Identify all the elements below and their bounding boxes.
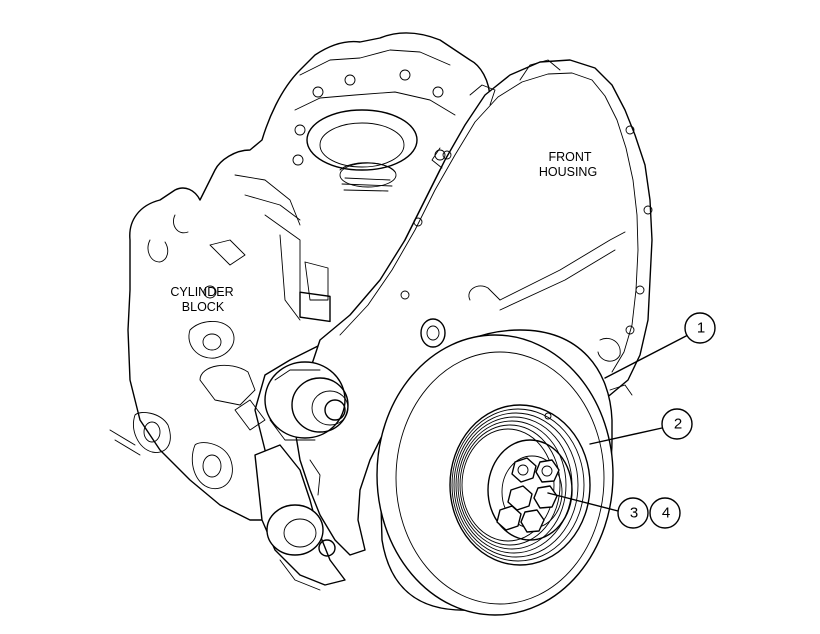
callout-3-number: 3 <box>630 505 638 522</box>
front-housing-label-line1: FRONT <box>548 150 591 164</box>
idler-pulley <box>264 361 349 441</box>
callout-1: 1 <box>604 312 716 379</box>
cylinder-block-label-line2: BLOCK <box>182 300 225 314</box>
callout-4: 4 <box>649 497 681 529</box>
cylinder-block-label-line1: CYLINDER <box>170 285 233 299</box>
callout-4-number: 4 <box>662 505 670 522</box>
callout-3: 3 <box>547 492 649 529</box>
lower-bracket <box>254 444 346 591</box>
callout-1-number: 1 <box>697 320 705 337</box>
front-housing-label-line2: HOUSING <box>539 165 597 179</box>
crankshaft-pulley <box>449 404 591 566</box>
callout-2-number: 2 <box>674 416 682 433</box>
pulley-bolts <box>496 457 560 533</box>
callout-2: 2 <box>589 408 693 445</box>
